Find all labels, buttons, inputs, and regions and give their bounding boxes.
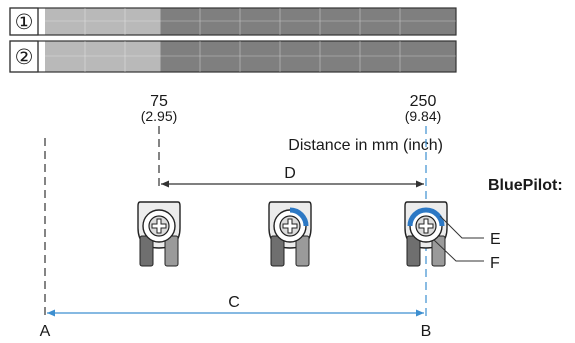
bluepilot-label: BluePilot: <box>488 177 563 194</box>
point-b-label: B <box>421 323 432 340</box>
marker-250-value: 250 <box>410 93 437 110</box>
callout-e: E <box>439 215 501 248</box>
scale-bar-grid <box>45 8 456 72</box>
scale-bar-1-number: ① <box>15 11 34 34</box>
scale-bar-2-dark <box>160 41 456 72</box>
dimension-c-label: C <box>228 294 240 311</box>
callout-f-label: F <box>490 255 500 272</box>
callout-f: F <box>433 239 500 272</box>
marker-75-value: 75 <box>150 93 168 110</box>
distance-caption: Distance in mm (inch) <box>288 137 443 154</box>
scale-bar-1-dark <box>160 8 456 35</box>
dimension-d-label: D <box>284 165 296 182</box>
dimension-d: D <box>161 165 424 188</box>
dimension-c: C <box>47 294 424 317</box>
point-a-label: A <box>40 323 51 340</box>
scale-bar-2-light <box>45 41 161 72</box>
scale-bar-2: ② <box>9 40 457 73</box>
callout-e-label: E <box>490 231 501 248</box>
sensor-icon-1 <box>137 201 181 267</box>
marker-75-inch: (2.95) <box>141 108 178 124</box>
scale-bar-1: ① <box>9 7 457 36</box>
marker-250-inch: (9.84) <box>405 108 442 124</box>
scale-bar-1-light <box>45 8 161 35</box>
sensor-icon-3 <box>404 201 448 267</box>
sensor-icon-2 <box>268 201 312 267</box>
scale-bar-2-number: ② <box>15 46 34 69</box>
